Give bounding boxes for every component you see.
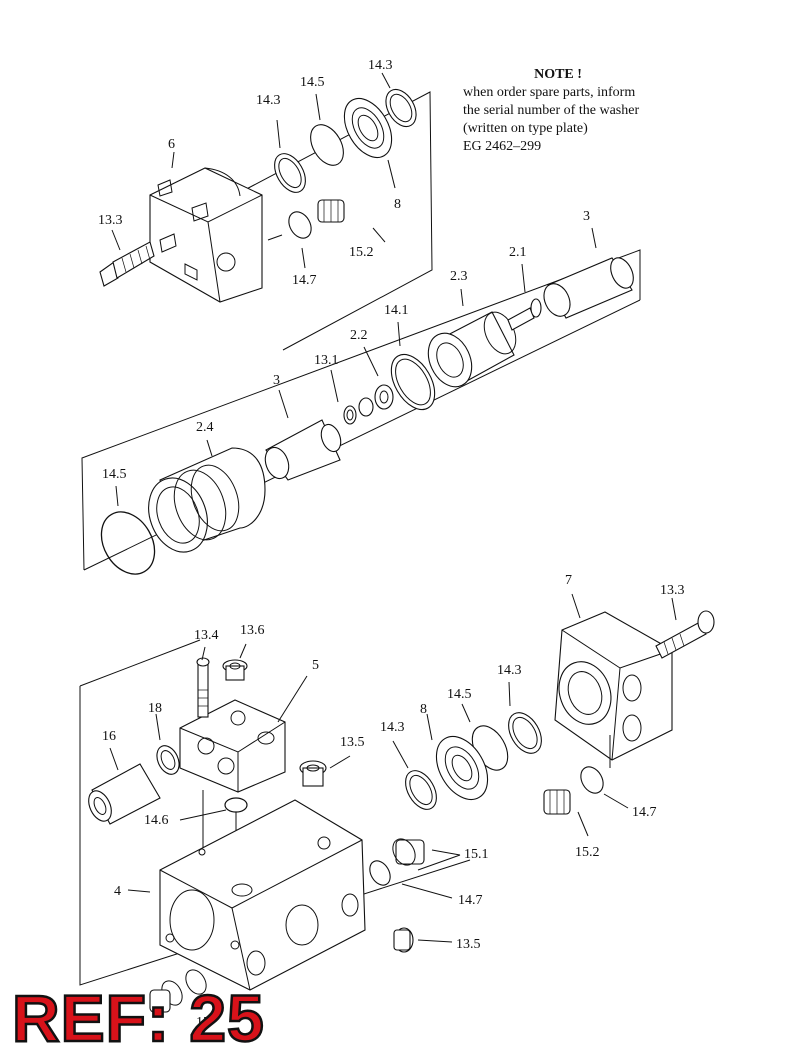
part-13-3-bolt-right <box>655 610 715 659</box>
part-6-block <box>149 167 263 303</box>
label-16: 16 <box>102 729 116 744</box>
label-15-1: 15.1 <box>464 847 489 862</box>
note-line-4: EG 2462–299 <box>463 139 542 154</box>
label-15-2-top: 15.2 <box>349 245 374 260</box>
label-14-6: 14.6 <box>144 813 169 828</box>
part-15-1-valve <box>392 838 425 866</box>
part-8-sleeve-bottom <box>435 736 489 800</box>
part-13-5-plug-a <box>299 760 327 787</box>
label-14-3-d: 14.3 <box>380 720 405 735</box>
note-title: NOTE ! <box>534 67 582 82</box>
part-2-2-washers <box>358 384 394 417</box>
part-14-5-oring-large <box>100 511 156 575</box>
part-18-ring <box>156 745 180 775</box>
label-14-3-b: 14.3 <box>368 58 393 73</box>
label-6: 6 <box>168 137 175 152</box>
label-13-3-right: 13.3 <box>660 583 685 598</box>
label-14-1: 14.1 <box>384 303 409 318</box>
part-13-3-bolt-top <box>99 241 155 287</box>
part-14-6-oring <box>224 797 248 813</box>
part-16-fitting <box>88 763 161 825</box>
label-15-bottom: 15 <box>196 1015 210 1030</box>
label-13-4: 13.4 <box>194 628 219 643</box>
label-14-5-c: 14.5 <box>447 687 472 702</box>
reference-stamp: REF: 25 <box>11 980 265 1053</box>
part-13-4-bolt <box>196 657 210 718</box>
label-8-bottom: 8 <box>420 702 427 717</box>
label-3-mid: 3 <box>273 373 280 388</box>
label-13-5-a: 13.5 <box>340 735 365 750</box>
label-13-3-top: 13.3 <box>98 213 123 228</box>
label-7: 7 <box>565 573 572 588</box>
label-2-2: 2.2 <box>350 328 368 343</box>
spare-parts-note: NOTE ! when order spare parts, inform th… <box>463 66 693 156</box>
label-8-top: 8 <box>394 197 401 212</box>
part-14-7-oring-top <box>288 211 312 239</box>
part-13-6-plug <box>222 659 248 681</box>
label-13-6: 13.6 <box>240 623 265 638</box>
part-4-main-block <box>159 799 366 991</box>
label-18: 18 <box>148 701 162 716</box>
label-14-5-b: 14.5 <box>102 467 127 482</box>
part-15-2-valve-top <box>317 199 345 223</box>
note-line-1: when order spare parts, inform <box>463 85 636 100</box>
leader-lines <box>109 72 677 943</box>
part-15-2-valve-right <box>543 789 571 815</box>
part-14-3-ring-c <box>508 712 542 754</box>
label-5: 5 <box>312 658 319 673</box>
label-13-1: 13.1 <box>314 353 339 368</box>
part-14-1-ring <box>390 353 436 411</box>
part-3-cylinder-right <box>543 257 634 319</box>
part-14-3-ring-a <box>274 153 306 193</box>
note-line-3: (written on type plate) <box>463 121 588 136</box>
part-14-3-ring-b <box>385 88 417 128</box>
label-15-2-right: 15.2 <box>575 845 600 860</box>
label-3-right: 3 <box>583 209 590 224</box>
part-labels: 6 13.3 14.3 14.5 14.3 8 15.2 14.7 3 2.1 … <box>98 58 685 1030</box>
part-15-fitting-bottom <box>149 969 207 1013</box>
label-14-5-a: 14.5 <box>300 75 325 90</box>
part-2-1-pin <box>507 298 542 331</box>
part-2-3-cylinder <box>427 311 517 388</box>
label-14-3-c: 14.3 <box>497 663 522 678</box>
label-4: 4 <box>114 884 121 899</box>
label-14-7-top: 14.7 <box>292 273 317 288</box>
part-13-5-plug-b <box>393 927 414 953</box>
part-13-1-nut <box>343 405 357 425</box>
part-14-7-oring-right <box>580 766 604 794</box>
label-14-7-right: 14.7 <box>632 805 657 820</box>
part-5-block <box>179 699 286 793</box>
part-3-cylinder-mid <box>264 419 342 481</box>
label-2-1: 2.1 <box>509 245 527 260</box>
label-2-4: 2.4 <box>196 420 214 435</box>
part-7-block <box>554 611 673 761</box>
label-2-3: 2.3 <box>450 269 468 284</box>
part-14-5-disc-a <box>310 124 344 166</box>
label-14-3-a: 14.3 <box>256 93 281 108</box>
label-14-7-bottom: 14.7 <box>458 893 483 908</box>
label-13-5-b: 13.5 <box>456 937 481 952</box>
part-2-4-housing <box>148 447 266 553</box>
part-8-sleeve-top <box>343 97 393 159</box>
part-14-3-ring-d <box>405 770 437 810</box>
note-line-2: the serial number of the washer <box>463 103 640 118</box>
part-14-7-oring-bottom <box>369 860 391 886</box>
